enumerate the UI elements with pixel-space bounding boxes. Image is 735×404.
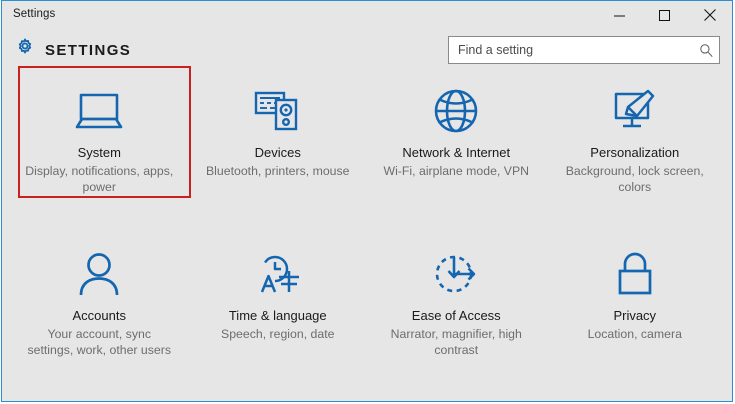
- tile-subtitle: Location, camera: [587, 327, 682, 341]
- tile-personalization[interactable]: Personalization Background, lock screen,…: [546, 69, 725, 232]
- tile-subtitle: Display, notifications, apps, power: [25, 164, 174, 194]
- person-icon: [75, 248, 123, 300]
- brand: SETTINGS: [14, 37, 131, 64]
- keyboard-device-icon: [251, 85, 305, 137]
- search-input[interactable]: [449, 37, 693, 63]
- minimize-button[interactable]: [597, 1, 642, 29]
- tile-title: Privacy: [613, 308, 657, 323]
- tile-network-internet[interactable]: Network & Internet Wi-Fi, airplane mode,…: [367, 69, 546, 232]
- tile-title: Ease of Access: [411, 308, 501, 323]
- window-controls: [597, 1, 732, 29]
- tile-subtitle: Narrator, magnifier, high contrast: [390, 327, 522, 357]
- close-button[interactable]: [687, 1, 732, 29]
- tile-subtitle: Background, lock screen, colors: [565, 164, 704, 194]
- tile-subtitle: Your account, sync settings, work, other…: [27, 327, 172, 357]
- window-title: Settings: [13, 8, 56, 20]
- title-bar: Settings: [2, 1, 732, 31]
- gear-icon: [14, 37, 36, 64]
- search-box[interactable]: [448, 36, 720, 64]
- tile-subtitle: Wi-Fi, airplane mode, VPN: [383, 164, 530, 178]
- tile-ease-of-access[interactable]: Ease of Access Narrator, magnifier, high…: [367, 232, 546, 395]
- tile-title: Network & Internet: [402, 145, 511, 160]
- tile-accounts[interactable]: Accounts Your account, sync settings, wo…: [10, 232, 189, 395]
- tile-title: System: [77, 145, 121, 160]
- tile-devices[interactable]: Devices Bluetooth, printers, mouse: [189, 69, 368, 232]
- laptop-icon: [72, 85, 126, 137]
- tile-title: Devices: [254, 145, 301, 160]
- lock-icon: [612, 248, 658, 300]
- tile-title: Accounts: [72, 308, 126, 323]
- globe-icon: [432, 85, 480, 137]
- tile-privacy[interactable]: Privacy Location, camera: [546, 232, 725, 395]
- settings-grid: System Display, notifications, apps, pow…: [2, 69, 732, 401]
- accessibility-clock-icon: [430, 248, 482, 300]
- page-title: SETTINGS: [45, 41, 132, 59]
- tile-title: Personalization: [590, 145, 680, 160]
- tile-title: Time & language: [228, 308, 327, 323]
- search-icon[interactable]: [693, 43, 719, 58]
- monitor-brush-icon: [608, 85, 662, 137]
- settings-header: SETTINGS: [2, 31, 732, 69]
- clock-language-icon: [251, 248, 305, 300]
- tile-subtitle: Bluetooth, printers, mouse: [205, 164, 350, 178]
- tile-system[interactable]: System Display, notifications, apps, pow…: [10, 69, 189, 232]
- tile-subtitle: Speech, region, date: [221, 327, 335, 341]
- tile-time-language[interactable]: Time & language Speech, region, date: [189, 232, 368, 395]
- maximize-button[interactable]: [642, 1, 687, 29]
